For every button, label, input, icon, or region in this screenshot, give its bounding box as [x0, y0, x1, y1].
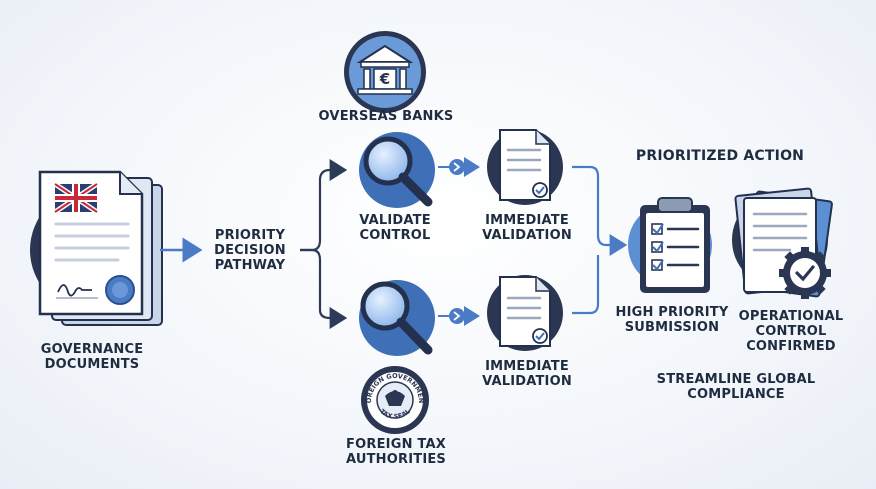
- governance-documents-label: GOVERNANCE DOCUMENTS: [40, 342, 144, 372]
- immediate-validation-bottom-label: IMMEDIATE VALIDATION: [482, 359, 572, 389]
- small-next-icon-top: [438, 157, 480, 177]
- overseas-banks-label: OVERSEAS BANKS: [318, 109, 454, 124]
- wax-seal-icon: [105, 275, 135, 305]
- operational-control-confirmed-label: OPERATIONAL CONTROL CONFIRMED: [738, 309, 844, 354]
- magnifier-icon-top: [359, 132, 435, 208]
- validate-control-label: VALIDATE CONTROL: [359, 213, 431, 243]
- magnifier-icon-bottom: [359, 280, 435, 356]
- gear-check-icon: [779, 247, 831, 299]
- bank-euro-icon: €: [344, 31, 426, 113]
- seal-bottom-text: TAX SEAL: [378, 407, 412, 420]
- merge-connectors: [572, 165, 628, 315]
- document-check-icon-bottom: [487, 275, 563, 351]
- svg-text:€: €: [379, 70, 390, 88]
- high-priority-submission-label: HIGH PRIORITY SUBMISSION: [615, 305, 729, 335]
- prioritized-action-label: PRIORITIZED ACTION: [635, 148, 805, 164]
- gear-check-documents-icon: [732, 187, 833, 299]
- clipboard-checklist-icon: [628, 197, 712, 293]
- svg-text:TAX SEAL: TAX SEAL: [378, 407, 412, 420]
- uk-flag-icon: [53, 181, 99, 215]
- small-next-icon-bottom: [438, 306, 480, 326]
- governance-documents-icon: [30, 170, 163, 326]
- priority-decision-pathway-label: PRIORITY DECISION PATHWAY: [214, 228, 286, 273]
- immediate-validation-top-label: IMMEDIATE VALIDATION: [482, 213, 572, 243]
- branch-connectors: [300, 159, 348, 329]
- streamline-global-compliance-label: STREAMLINE GLOBAL COMPLIANCE: [656, 372, 816, 402]
- document-check-icon-top: [487, 129, 563, 205]
- foreign-tax-authorities-label: FOREIGN TAX AUTHORITIES: [345, 437, 446, 467]
